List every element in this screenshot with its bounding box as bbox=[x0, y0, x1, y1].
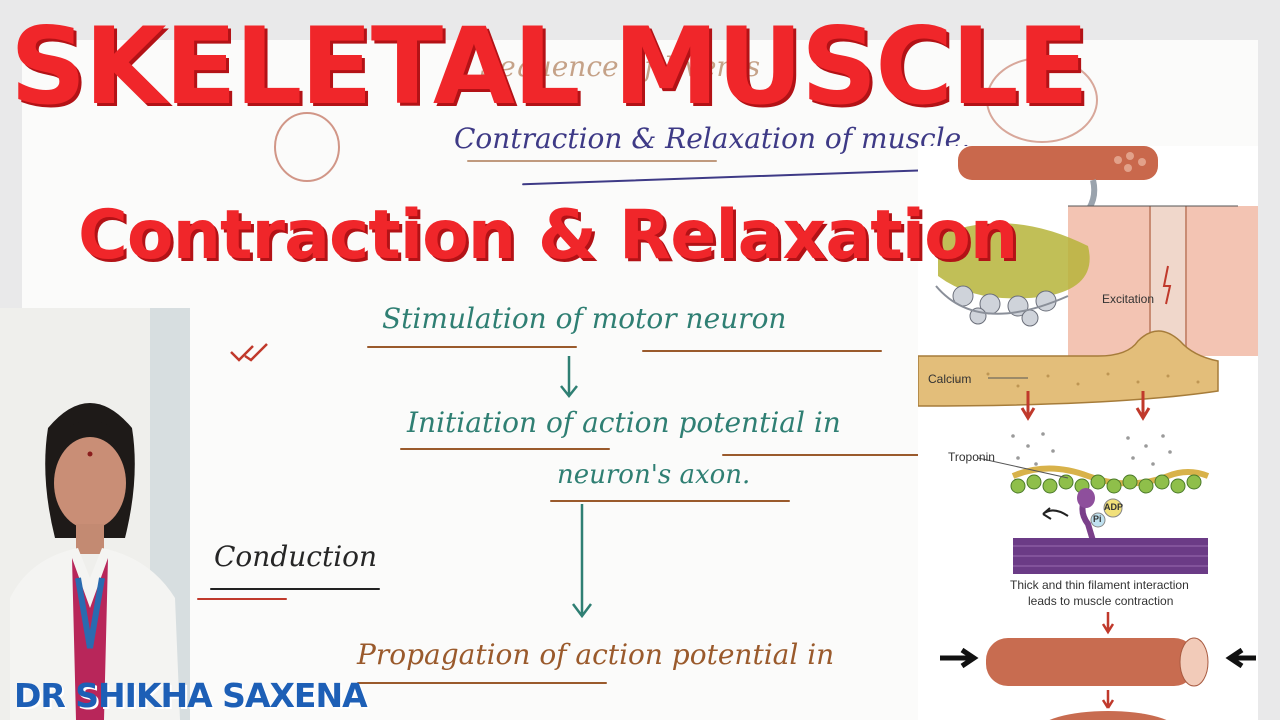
step-2-text-line-2: neuron's axon. bbox=[557, 460, 751, 490]
arrow-down-icon-1 bbox=[560, 356, 578, 399]
heading-underline bbox=[522, 168, 942, 186]
step-2-underline-c bbox=[550, 500, 790, 502]
side-label-underline-2 bbox=[197, 598, 287, 600]
muscle-contraction-diagram: Excitation Calcium Troponin ADP Pi Thick… bbox=[918, 146, 1258, 720]
video-subtitle: Contraction & Relaxation bbox=[78, 196, 1018, 275]
faded-heading: Sequence of Events bbox=[480, 50, 761, 83]
presenter-video bbox=[0, 308, 190, 720]
step-3-text: Propagation of action potential in bbox=[357, 638, 835, 671]
caption-line-1: Thick and thin filament interaction bbox=[1010, 578, 1189, 592]
step-3-underline bbox=[357, 682, 607, 684]
video-title: SKELETAL MUSCLE bbox=[10, 5, 1089, 128]
label-troponin: Troponin bbox=[948, 450, 995, 464]
caption-line-2: leads to muscle contraction bbox=[1028, 594, 1174, 608]
label-pi: Pi bbox=[1093, 514, 1102, 524]
label-adp: ADP bbox=[1104, 502, 1124, 512]
circle-doodle bbox=[274, 112, 340, 182]
diagram-artwork bbox=[918, 146, 1258, 720]
notes-heading: Contraction & Relaxation of muscle. bbox=[454, 122, 971, 155]
presenter-name: DR SHIKHA SAXENA bbox=[14, 676, 368, 715]
step-1-text: Stimulation of motor neuron bbox=[382, 302, 787, 335]
heading-underline-2 bbox=[467, 160, 717, 162]
check-mark-icon bbox=[230, 343, 268, 362]
arrow-down-icon-2 bbox=[572, 504, 592, 619]
side-label-underline bbox=[210, 588, 380, 590]
step-2-underline-a bbox=[400, 448, 610, 450]
step-1-underline-a bbox=[367, 346, 577, 348]
label-calcium: Calcium bbox=[928, 372, 972, 386]
label-excitation: Excitation bbox=[1102, 292, 1155, 306]
presenter-avatar bbox=[0, 308, 190, 720]
side-label-conduction: Conduction bbox=[214, 540, 378, 573]
step-2-text-line-1: Initiation of action potential in bbox=[407, 406, 841, 439]
circle-doodle-right bbox=[986, 57, 1098, 143]
step-1-underline-b bbox=[642, 350, 882, 352]
step-2-underline-b bbox=[722, 454, 922, 456]
